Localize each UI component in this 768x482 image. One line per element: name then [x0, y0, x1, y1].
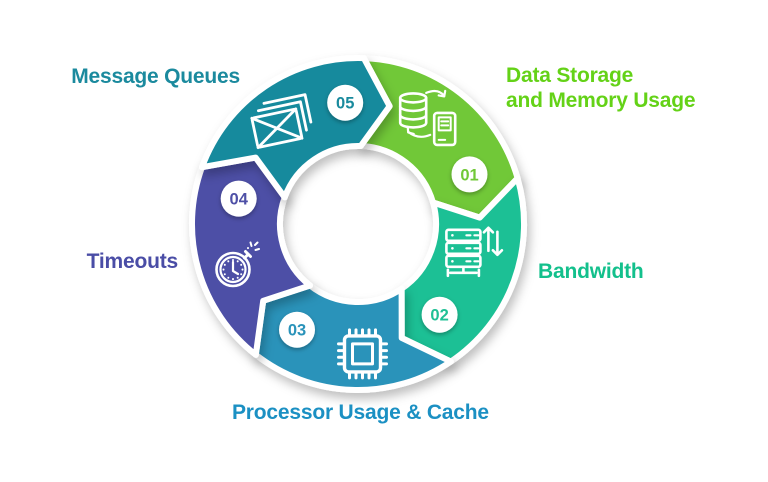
label-data-storage-line1: Data Storage: [506, 64, 634, 87]
segment-01: [357, 55, 521, 221]
database-sync-icon: [398, 89, 457, 147]
segment-03-badge: [279, 311, 315, 348]
cpu-chip-icon: [337, 328, 388, 380]
segment-01-badge: [451, 156, 488, 193]
segment-03-number: 03: [288, 322, 306, 340]
segment-04-badge: [220, 180, 257, 217]
wheel-layers: 01 02 03 04 05: [189, 55, 527, 393]
segment-05-number: 05: [336, 95, 354, 113]
segment-02-badge: [421, 296, 458, 333]
label-timeouts: Timeouts: [86, 250, 179, 273]
label-bandwidth: Bandwidth: [538, 260, 644, 283]
label-data-storage-line2: and Memory Usage: [506, 89, 696, 112]
label-message-queues: Message Queues: [71, 65, 240, 88]
segment-02-number: 02: [430, 307, 448, 325]
segment-05-badge: [327, 84, 364, 121]
server-arrows-icon: [445, 226, 504, 278]
envelope-stack-icon: [250, 93, 313, 149]
stopwatch-icon: [215, 241, 260, 288]
segment-01-number: 01: [460, 166, 478, 184]
label-processor-usage-cache: Processor Usage & Cache: [232, 401, 489, 424]
label-data-storage-memory: Data Storage and Memory Usage: [506, 63, 696, 113]
segment-04-number: 04: [230, 191, 249, 209]
